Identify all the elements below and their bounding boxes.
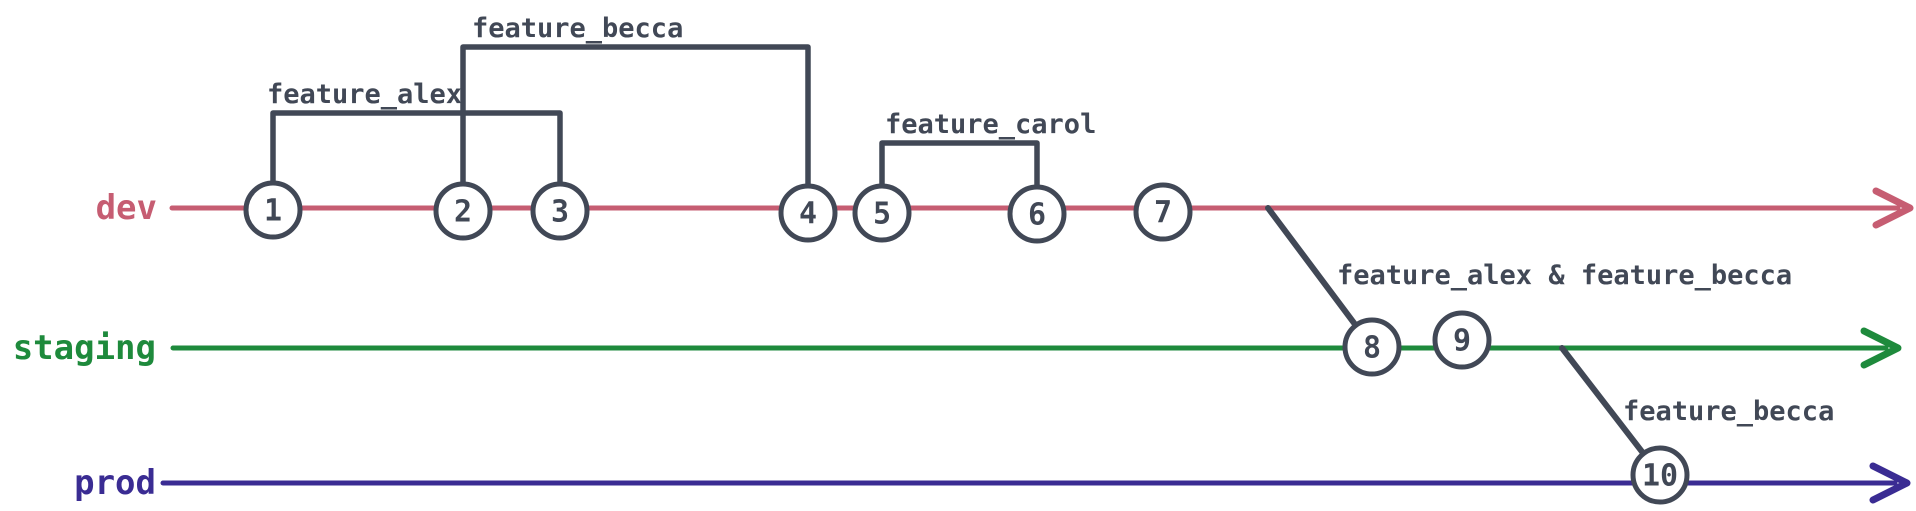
merge-label-8: feature_alex & feature_becca: [1337, 260, 1792, 291]
commit-number-9: 9: [1453, 324, 1471, 359]
merge-label-10: feature_becca: [1623, 396, 1834, 427]
commit-circle-3: [530, 181, 590, 241]
commit-circle-9: [1432, 310, 1492, 370]
commit-number-1: 1: [264, 194, 282, 229]
commit-circle-5: [852, 183, 912, 243]
commit-circle-6: [1007, 184, 1067, 244]
commit-number-2: 2: [454, 195, 472, 230]
commit-circle-10: [1630, 445, 1690, 505]
feature-bracket-label-feature_alex: feature_alex: [267, 79, 462, 110]
branch-arrowhead-prod-icon: [1869, 462, 1911, 504]
commit-number-7: 7: [1154, 196, 1172, 231]
commit-circle-4: [778, 183, 838, 243]
commit-number-5: 5: [873, 197, 891, 232]
merge-connector-8: [1265, 205, 1358, 327]
feature-bracket-label-feature_becca: feature_becca: [472, 13, 683, 44]
feature-bracket-label-feature_carol: feature_carol: [885, 109, 1096, 140]
commit-number-10: 10: [1642, 459, 1678, 494]
feature-bracket-feature_alex: [270, 110, 563, 187]
commit-circle-2: [433, 181, 493, 241]
feature-bracket-feature_carol: [879, 140, 1040, 190]
commit-number-8: 8: [1363, 331, 1381, 366]
branch-label-staging: staging: [13, 328, 156, 368]
commit-circle-1: [243, 180, 303, 240]
commit-number-4: 4: [799, 197, 817, 232]
merge-connector-10: [1559, 345, 1646, 456]
commit-circle-7: [1133, 182, 1193, 242]
branch-arrowhead-dev-icon: [1872, 187, 1914, 229]
commit-number-6: 6: [1028, 198, 1046, 233]
branch-label-dev: dev: [96, 188, 157, 228]
feature-bracket-feature_becca: [460, 44, 811, 189]
commit-number-3: 3: [551, 195, 569, 230]
branch-arrowhead-staging-icon: [1860, 327, 1902, 369]
commit-circle-8: [1342, 317, 1402, 377]
branch-label-prod: prod: [74, 463, 156, 503]
